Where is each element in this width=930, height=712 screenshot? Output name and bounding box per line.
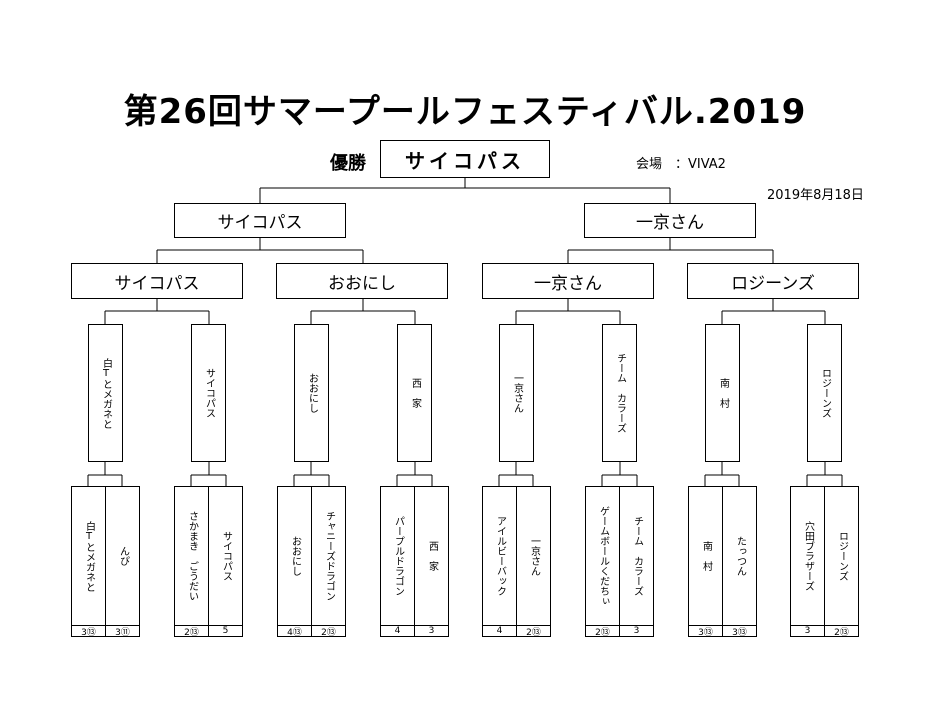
team-11: ゲームボールくだちぃ (585, 486, 620, 626)
team-13: 南 村 (688, 486, 723, 626)
quarterfinal-team-label: ロジーンズ (819, 368, 831, 418)
quarterfinal-team-8: ロジーンズ (807, 324, 842, 462)
score-3: 2⑬ (174, 625, 209, 638)
quarterfinal-team-1: 白Tとメガネと (88, 324, 123, 462)
quarterfinal-team-label: 南 村 (717, 378, 729, 408)
team-label: アイルビーバック (494, 516, 506, 596)
venue-label: 会場 ：VIVA2 (636, 157, 726, 172)
page-title: 第26回サマープールフェスティバル.2019 (123, 92, 807, 132)
team-label: さかまき ごうだい (186, 511, 198, 601)
semifinal-team-2: おおにし (276, 263, 448, 299)
team-label: 穴田ブラザーズ (802, 521, 814, 591)
team-label: たっつん (734, 536, 746, 576)
quarterfinal-team-label: 白Tとメガネと (100, 357, 112, 429)
score-12: 3 (619, 625, 654, 637)
team-label: 白Tとメガネと (83, 520, 95, 592)
team-label: パープルドラゴン (392, 516, 404, 596)
event-date: 2019年8月18日 (767, 188, 864, 203)
team-7: パープルドラゴン (380, 486, 415, 626)
team-10: 一京さん (516, 486, 551, 626)
team-9: アイルビーバック (482, 486, 517, 626)
team-label: 西 家 (426, 541, 438, 571)
team-2: んぴ (105, 486, 140, 626)
score-5: 4⑬ (277, 625, 312, 638)
score-9: 4 (482, 625, 517, 637)
quarterfinal-team-label: おおにし (306, 373, 318, 413)
quarterfinal-team-label: 西 家 (409, 378, 421, 408)
team-6: チャニーズドラゴン (311, 486, 346, 626)
team-label: ロジーンズ (836, 531, 848, 581)
quarterfinal-team-label: サイコパス (203, 368, 215, 418)
score-11: 2⑬ (585, 625, 620, 638)
team-label: 南 村 (700, 541, 712, 571)
team-label: サイコパス (220, 531, 232, 581)
score-2: 3⑪ (105, 625, 140, 638)
quarterfinal-team-3: おおにし (294, 324, 329, 462)
score-10: 2⑬ (516, 625, 551, 638)
team-3: さかまき ごうだい (174, 486, 209, 626)
score-16: 2⑬ (824, 625, 859, 638)
champion-box: サイコパス (380, 140, 550, 178)
score-4: 5 (208, 625, 243, 637)
score-7: 4 (380, 625, 415, 637)
score-6: 2⑬ (311, 625, 346, 638)
team-label: んぴ (117, 546, 129, 566)
quarterfinal-team-5: 一京さん (499, 324, 534, 462)
quarterfinal-team-7: 南 村 (705, 324, 740, 462)
quarterfinal-team-6: チーム カラーズ (602, 324, 637, 462)
semifinal-team-3: 一京さん (482, 263, 654, 299)
score-15: 3 (790, 625, 825, 637)
team-label: チャニーズドラゴン (323, 511, 335, 601)
team-12: チーム カラーズ (619, 486, 654, 626)
quarterfinal-team-2: サイコパス (191, 324, 226, 462)
quarterfinal-team-label: チーム カラーズ (614, 353, 626, 433)
score-8: 3 (414, 625, 449, 637)
team-15: 穴田ブラザーズ (790, 486, 825, 626)
team-label: ゲームボールくだちぃ (597, 506, 609, 606)
team-label: おおにし (289, 536, 301, 576)
winner-label: 優勝 (330, 153, 366, 174)
team-4: サイコパス (208, 486, 243, 626)
semifinal-team-1: サイコパス (71, 263, 243, 299)
team-14: たっつん (722, 486, 757, 626)
team-label: チーム カラーズ (631, 516, 643, 596)
team-label: 一京さん (528, 536, 540, 576)
semifinal-team-4: ロジーンズ (687, 263, 859, 299)
team-1: 白Tとメガネと (71, 486, 106, 626)
quarterfinal-team-4: 西 家 (397, 324, 432, 462)
team-5: おおにし (277, 486, 312, 626)
score-13: 3⑬ (688, 625, 723, 638)
score-1: 3⑬ (71, 625, 106, 638)
score-14: 3⑬ (722, 625, 757, 638)
quarterfinal-team-label: 一京さん (511, 373, 523, 413)
final-team-left: サイコパス (174, 203, 346, 238)
team-8: 西 家 (414, 486, 449, 626)
team-16: ロジーンズ (824, 486, 859, 626)
final-team-right: 一京さん (584, 203, 756, 238)
